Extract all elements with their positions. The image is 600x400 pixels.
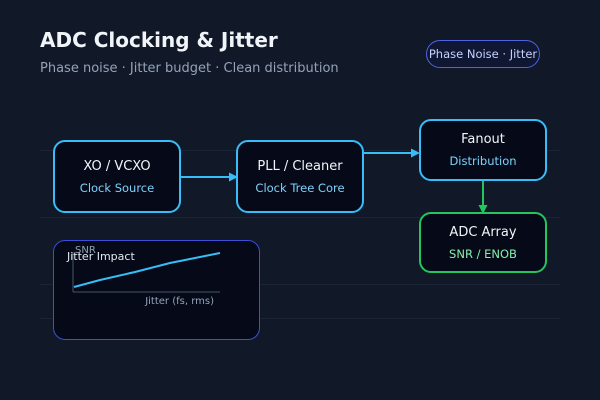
node-clock-source: XO / VCXO Clock Source (53, 140, 181, 213)
page-subtitle: Phase noise · Jitter budget · Clean dist… (40, 61, 339, 76)
node-title: PLL / Cleaner (257, 158, 343, 174)
page-title: ADC Clocking & Jitter (40, 28, 278, 52)
arrow-pll-to-fanout (364, 148, 420, 158)
grid-line (40, 284, 560, 285)
snr-trend-line (73, 252, 221, 288)
node-subtitle: Distribution (449, 154, 517, 168)
grid-line (40, 318, 560, 319)
node-subtitle: Clock Source (79, 180, 155, 195)
arrow-fanout-to-adc (478, 180, 488, 214)
node-title: ADC Array (449, 224, 517, 240)
node-subtitle: Clock Tree Core (255, 180, 345, 195)
arrow-xo-to-pll (181, 172, 238, 182)
node-adc-array: ADC Array SNR / ENOB (419, 212, 547, 273)
jitter-impact-panel (53, 240, 260, 340)
grid-line (40, 217, 560, 218)
node-pll-cleaner: PLL / Cleaner Clock Tree Core (236, 140, 364, 213)
node-title: XO / VCXO (83, 158, 151, 174)
inset-x-label: Jitter (fs, rms) (144, 296, 214, 307)
inset-title: Jitter Impact (66, 250, 135, 263)
node-fanout: Fanout Distribution (419, 119, 547, 181)
topic-badge: Phase Noise · Jitter (426, 40, 540, 68)
node-subtitle: SNR / ENOB (449, 246, 517, 261)
node-title: Fanout (461, 132, 505, 147)
inset-y-label: SNR (75, 245, 96, 256)
